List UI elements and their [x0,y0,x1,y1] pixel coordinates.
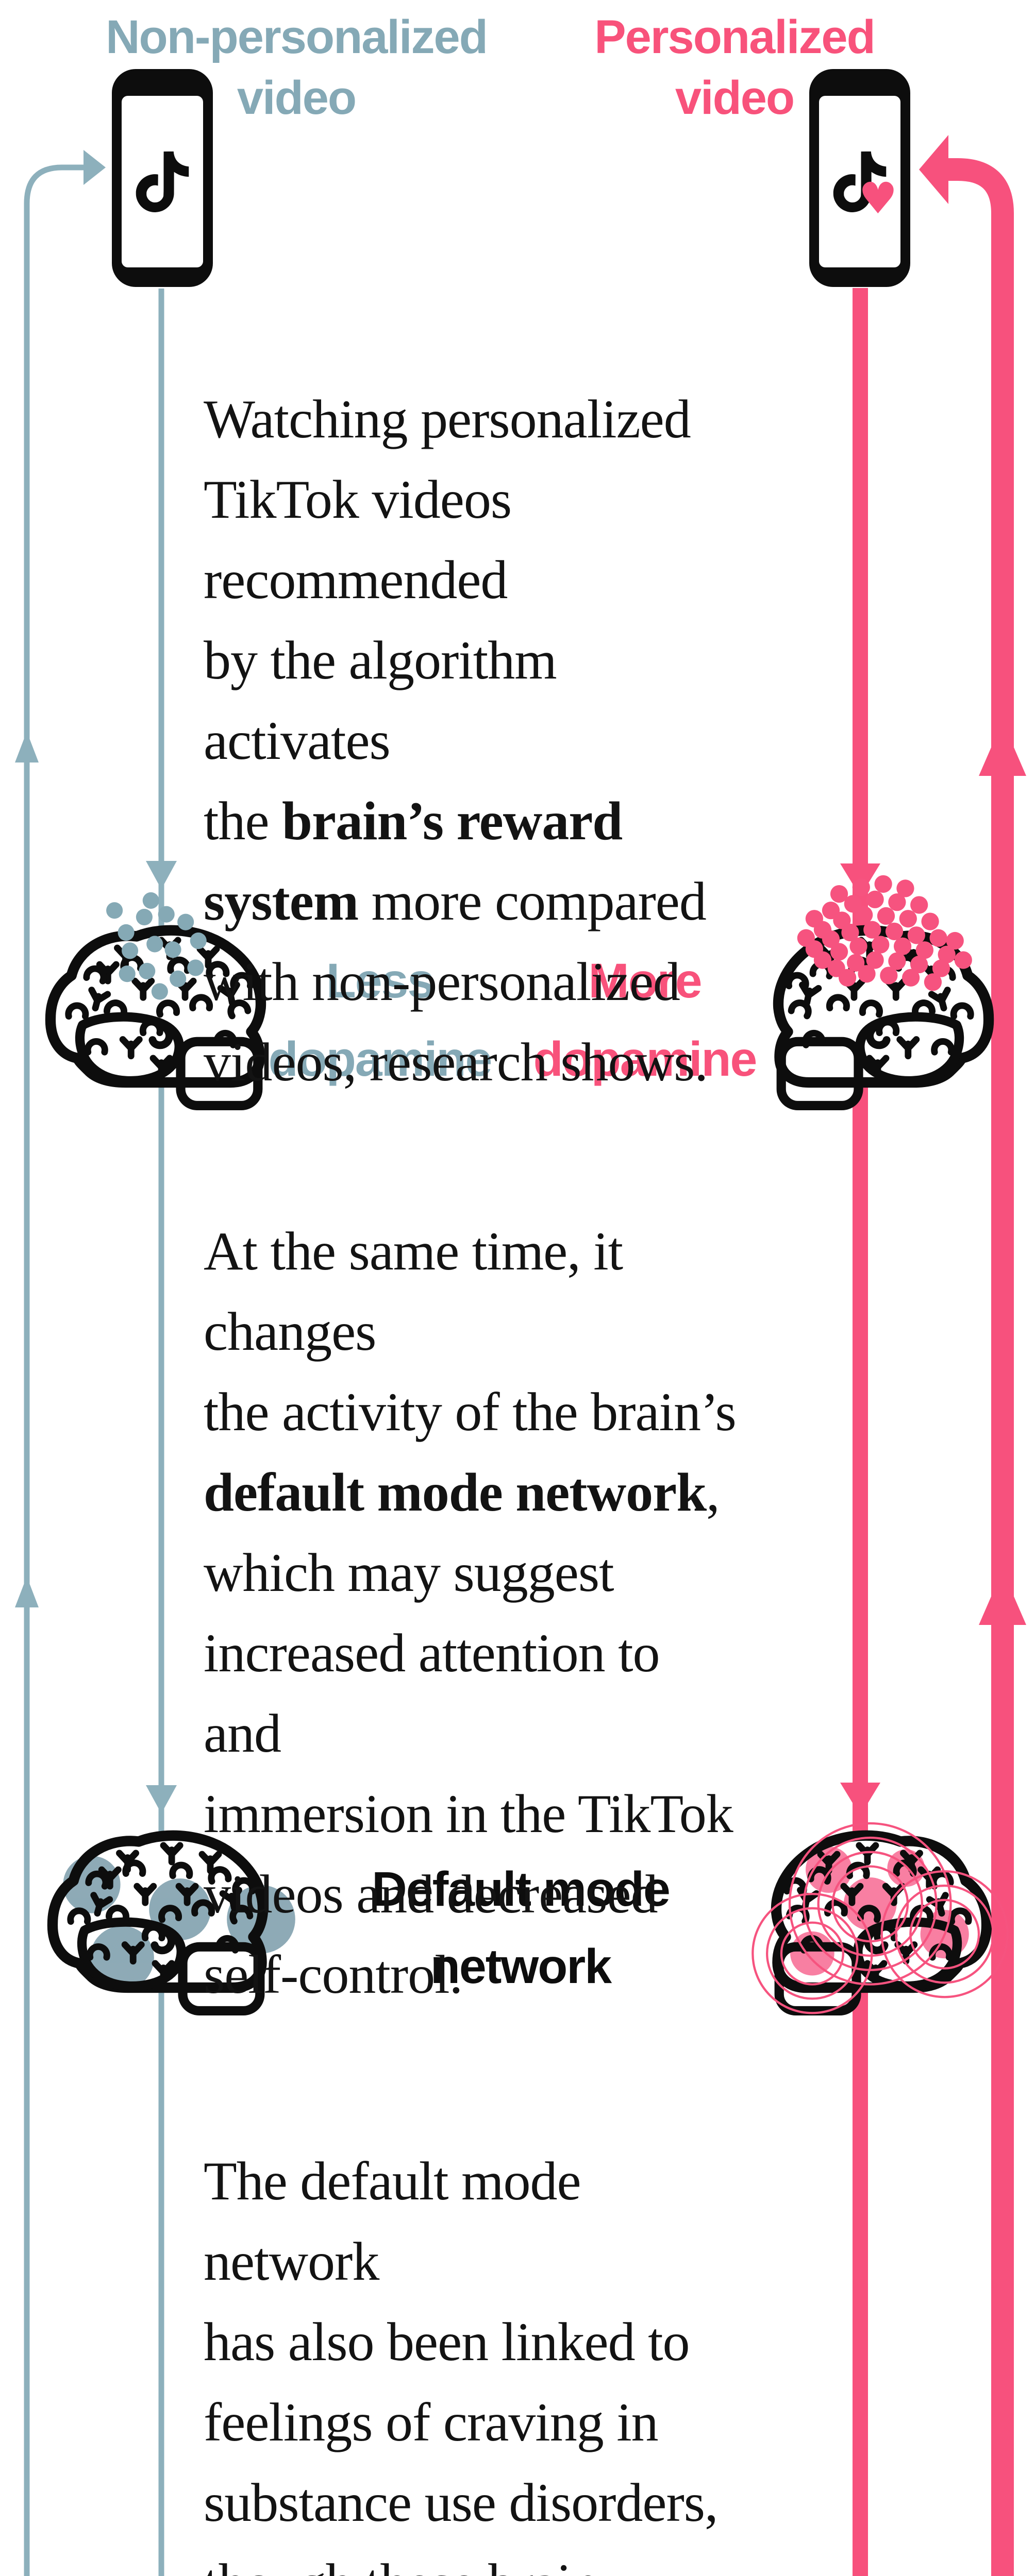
less-dopamine-dots [106,892,207,1000]
phone-screen [122,96,203,267]
personalized-flow-line [853,158,1014,2576]
brain-dmn-personalized [752,1822,1009,2014]
label-personalized-video: Personalized video [594,11,876,124]
phone-non-personalized-top [112,69,213,287]
blue-up-arrow-icon [15,1577,39,1607]
tiktok-logo-icon [833,151,887,212]
phone-personalized-top: ♥ [809,69,910,287]
blue-arrowhead-icons [15,150,177,1814]
paragraph-reward-system: Watching personalized TikTok videos reco… [204,389,708,1092]
pink-up-arrow-icon [979,721,1026,776]
pink-up-arrow-icon [979,1570,1026,1625]
left-outer-flow-line [24,164,90,2576]
brain-dmn-nonpersonalized [53,1836,295,2011]
label-more-dopamine: More dopamine [533,954,758,1087]
blue-up-arrow-icon [15,732,39,762]
blue-down-arrow-icon [146,1785,177,1814]
arrow-into-right-phone-icon [919,135,948,204]
tiktok-logo-icon [136,151,189,212]
label-less-dopamine: Less dopamine [268,954,493,1087]
brain-more-dopamine [778,875,989,1106]
right-outer-flow-line [948,158,1014,2576]
label-non-personalized-video: Non-personalized video [106,11,488,124]
blue-down-arrow-icon [146,861,177,889]
label-default-mode-network: Default mode network [372,1862,671,1994]
brain-less-dopamine [51,892,261,1106]
pink-down-arrow-icon [840,1783,880,1816]
phone-screen: ♥ [819,96,900,267]
paragraph-default-mode: At the same time, it changes the activit… [204,1221,737,2005]
non-personalized-flow-line [24,164,164,2576]
arrow-into-left-phone-icon [84,150,106,185]
heart-icon: ♥ [858,173,897,224]
paragraph-craving: The default mode network has also been l… [204,2151,718,2576]
more-dopamine-dots [797,875,972,991]
dmn-ripple-rings [752,1822,1009,2014]
